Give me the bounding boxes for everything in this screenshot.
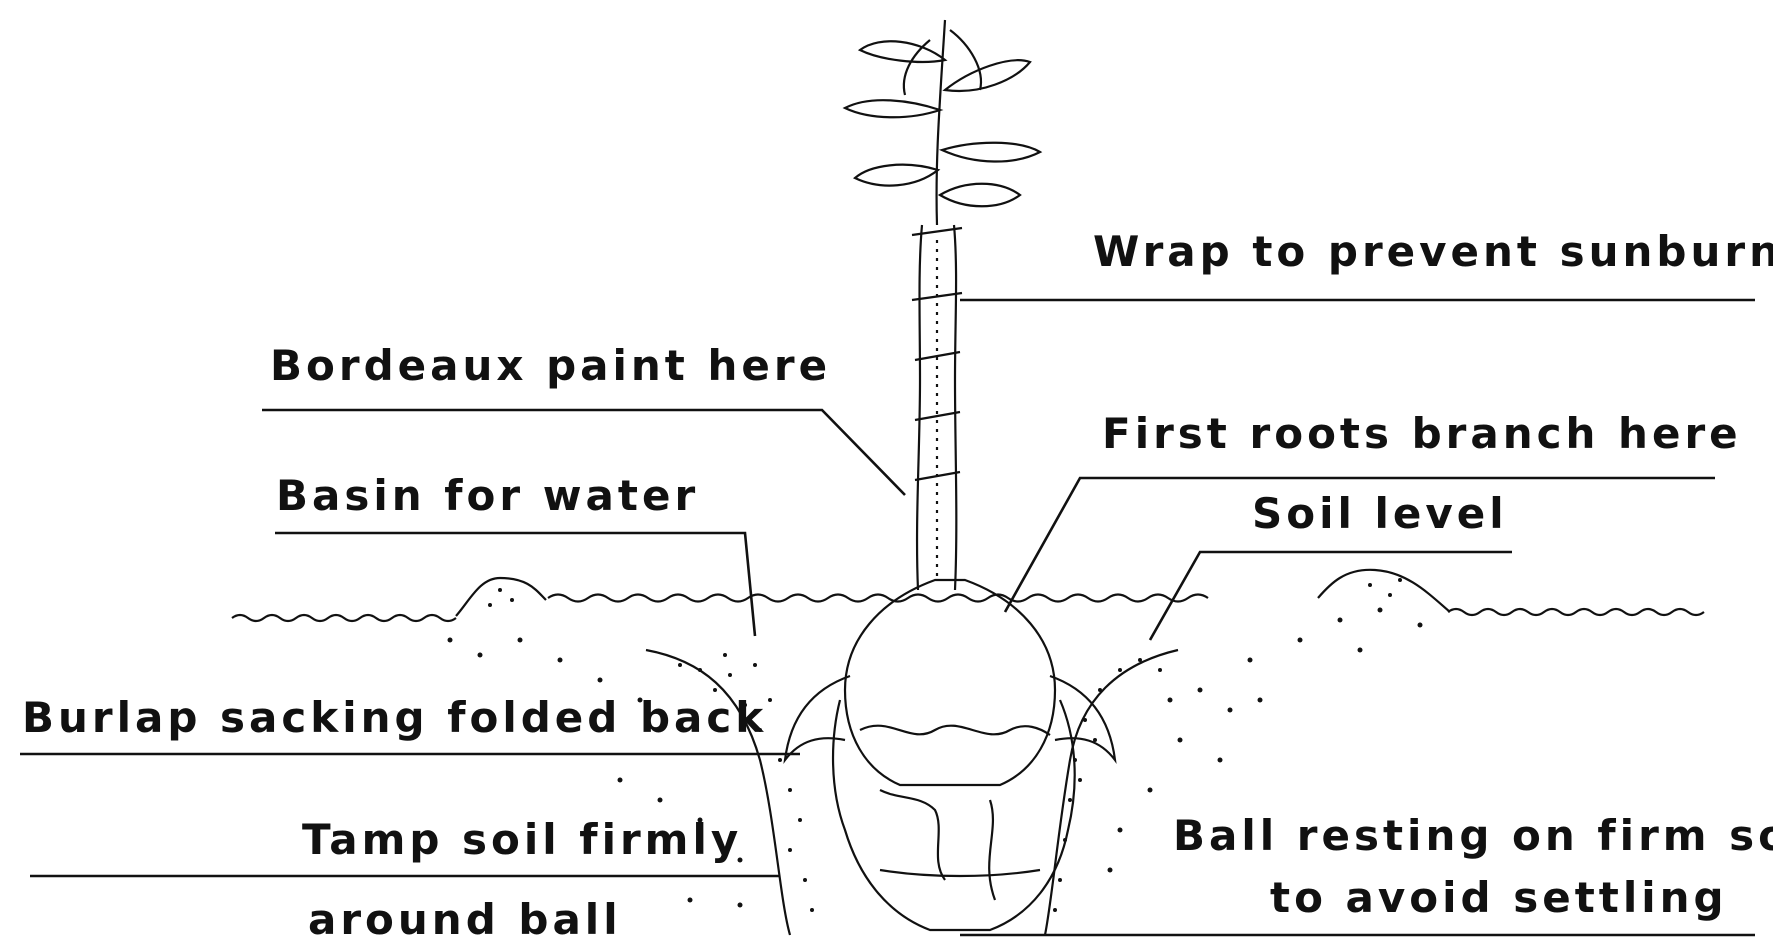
label-tamp-line1: Tamp soil firmly — [302, 815, 742, 864]
root-ball — [833, 580, 1075, 930]
soil-surface-line — [232, 595, 1704, 622]
label-wrap: Wrap to prevent sunburn — [1093, 227, 1773, 276]
tree-trunk — [912, 225, 962, 590]
label-ball-line2: to avoid settling — [1270, 873, 1728, 922]
label-bordeaux: Bordeaux paint here — [270, 341, 831, 390]
label-tamp-line2: around ball — [308, 895, 622, 944]
label-first-roots: First roots branch here — [1102, 409, 1742, 458]
label-soil-level: Soil level — [1252, 489, 1508, 538]
burlap-flap-left — [785, 676, 850, 760]
right-basin-mound — [1318, 570, 1450, 612]
tree-foliage — [845, 20, 1040, 225]
label-basin: Basin for water — [276, 471, 699, 520]
left-basin-mound — [456, 578, 546, 616]
label-ball-line1: Ball resting on firm soil — [1173, 811, 1773, 860]
burlap-top-edge — [860, 726, 1050, 735]
label-burlap: Burlap sacking folded back — [22, 693, 767, 742]
